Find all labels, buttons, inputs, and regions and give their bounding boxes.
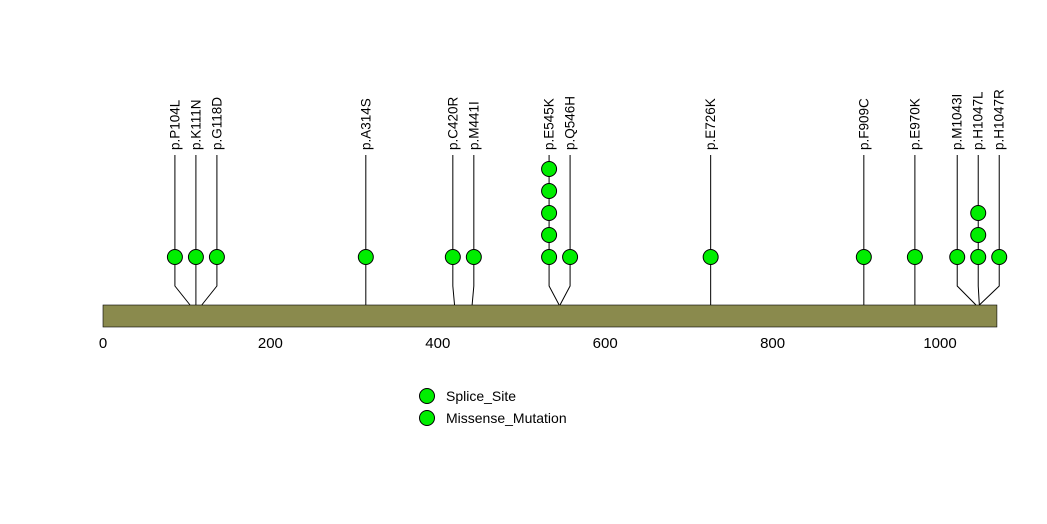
mutation-point [357,249,374,265]
mutation-point [541,249,558,265]
leader-line [978,155,1000,306]
mutation-p.Q546H: p.Q546H [559,96,579,306]
mutation-point [444,249,461,265]
leader-line [559,155,571,306]
mutation-point [949,249,966,265]
mutation-label: p.E970K [907,98,922,150]
mutation-label: p.M441I [466,101,481,150]
mutation-label: p.M1043I [950,94,965,150]
mutation-point [970,227,987,243]
mutation-label: p.H1047R [992,89,1007,150]
legend-swatch-icon [419,410,435,426]
legend-label: Splice_Site [446,388,516,404]
mutation-label: p.P104L [167,99,182,150]
mutation-label: p.Q546H [563,96,578,150]
mutation-point [541,227,558,243]
mutation-point [906,249,923,265]
protein-backbone [102,304,998,328]
axis-tick-label: 800 [760,335,785,352]
mutation-p.C420R: p.C420R [444,96,461,306]
mutation-p.F909C: p.F909C [855,98,872,305]
mutation-p.G118D: p.G118D [201,97,225,306]
mutation-p.K111N: p.K111N [187,99,204,305]
mutation-p.E726K: p.E726K [702,98,719,305]
mutation-p.E970K: p.E970K [906,98,923,305]
axis-tick-label: 1000 [923,335,956,352]
mutation-p.A314S: p.A314S [357,98,374,305]
mutation-label: p.K111N [188,99,203,150]
mutation-label: p.A314S [358,98,373,150]
mutation-point [465,249,482,265]
legend-item: Splice_Site [419,388,516,404]
legend-item: Missense_Mutation [419,410,567,426]
axis-tick-label: 200 [258,335,283,352]
mutation-p.H1047L: p.H1047L [970,91,987,306]
mutation-point [208,249,225,265]
mutation-label: p.E726K [703,98,718,150]
mutation-point [541,183,558,199]
mutation-point [541,161,558,177]
legend-swatch-icon [419,388,435,404]
mutation-point [702,249,719,265]
leader-line [174,155,191,306]
axis-tick-label: 0 [99,335,107,352]
mutation-p.M441I: p.M441I [465,101,482,306]
mutation-label: p.C420R [445,96,460,150]
mutation-label: p.F909C [856,98,871,150]
mutation-point [187,249,204,265]
mutation-point [970,205,987,221]
leader-line [471,155,475,306]
mutation-point [541,205,558,221]
mutation-point [970,249,987,265]
mutation-p.E545K: p.E545K [541,98,560,306]
mutation-p.H1047R: p.H1047R [978,89,1008,306]
leader-line [201,155,218,306]
mutation-label: p.H1047L [971,91,986,150]
mutation-point [855,249,872,265]
mutation-point [991,249,1008,265]
legend-label: Missense_Mutation [446,410,567,426]
mutation-point [562,249,579,265]
leader-line [977,155,980,306]
mutation-point [166,249,183,265]
leader-line [956,155,977,306]
mutation-p.M1043I: p.M1043I [949,94,977,306]
axis-tick-label: 400 [425,335,450,352]
mutation-p.P104L: p.P104L [166,99,191,306]
mutation-label: p.G118D [209,97,224,150]
leader-line [452,155,456,306]
axis-tick-label: 600 [593,335,618,352]
mutation-label: p.E545K [542,98,557,150]
